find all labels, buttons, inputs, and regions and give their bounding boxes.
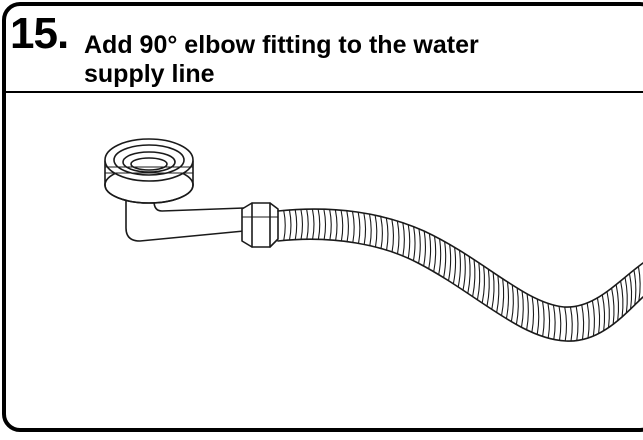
- hose-rib: [606, 291, 610, 329]
- hose-rib: [542, 300, 545, 338]
- hose-rib: [300, 208, 304, 240]
- hose-rib: [443, 241, 447, 279]
- hose-rib: [628, 273, 633, 310]
- hex-nut: [241, 202, 279, 248]
- hose-rib: [363, 212, 367, 246]
- step-title-line-1: Add 90° elbow fitting to the water: [84, 31, 479, 59]
- hose-rib: [586, 302, 590, 339]
- hose-rib: [368, 213, 372, 247]
- hose-rib: [520, 290, 524, 328]
- step-title: Add 90° elbow fitting to the water suppl…: [84, 31, 604, 89]
- step-number: 15.: [10, 9, 69, 58]
- hose-rib: [637, 265, 641, 302]
- hose-rib: [306, 208, 309, 240]
- hose-rib: [505, 281, 510, 320]
- hose-rib: [288, 209, 292, 241]
- hose-rib: [462, 252, 466, 291]
- hose-rib: [357, 211, 361, 244]
- hose-rib: [547, 302, 551, 339]
- hose-rib: [620, 280, 624, 318]
- hose-rib: [334, 209, 338, 241]
- hose-rib: [374, 214, 378, 248]
- hose-rib: [500, 278, 505, 317]
- hose-rib: [491, 271, 495, 310]
- hose-rib: [346, 210, 350, 243]
- hose-rib: [552, 304, 556, 341]
- hose-rib: [596, 297, 601, 335]
- hose-rib: [423, 230, 426, 267]
- hose-rib: [510, 284, 514, 323]
- hose-rib: [633, 269, 637, 306]
- hose-rib: [467, 255, 471, 294]
- hose-rib: [615, 284, 620, 322]
- hose-ribs: [283, 208, 641, 342]
- hose-rib: [569, 306, 573, 342]
- hose-rib: [380, 215, 383, 250]
- hose-rib: [329, 208, 332, 241]
- hose-rib: [407, 224, 411, 259]
- instruction-panel: [2, 2, 643, 432]
- hose-rib: [452, 246, 457, 285]
- step-header: 15. Add 90° elbow fitting to the water s…: [4, 6, 643, 90]
- hose-rib: [418, 228, 421, 264]
- hose-rib: [438, 238, 442, 276]
- hose-rib: [481, 265, 486, 304]
- hose-rib: [311, 208, 315, 240]
- hose-rib: [575, 305, 579, 342]
- elbow-cup: [104, 138, 194, 204]
- hose-rib: [476, 262, 481, 301]
- elbow-fitting-illustration: [104, 138, 643, 342]
- hose-rib: [412, 226, 416, 262]
- hose-rib: [351, 210, 355, 243]
- hose-rib: [515, 287, 519, 326]
- hose-rib: [447, 243, 452, 282]
- hose-rib: [402, 222, 405, 257]
- hose-rib: [486, 268, 490, 307]
- hose-rib: [531, 296, 535, 333]
- hose-rib: [457, 249, 461, 288]
- hose-rib: [536, 298, 540, 336]
- hose-rib: [496, 275, 500, 314]
- hose-rib: [294, 209, 298, 241]
- hose-rib: [581, 304, 585, 341]
- header-divider: [4, 91, 643, 93]
- hose-rib: [611, 287, 615, 325]
- hose-rib: [391, 218, 395, 253]
- hose-rib: [317, 208, 321, 240]
- hose-rib: [340, 209, 344, 242]
- hose-rib: [428, 233, 432, 270]
- hose-rib: [396, 220, 400, 255]
- hose-rib: [526, 293, 529, 331]
- step-title-line-2: supply line: [84, 60, 215, 88]
- hose-rib: [591, 300, 595, 337]
- hose-rib: [564, 306, 568, 342]
- hose-rib: [601, 294, 606, 332]
- hose-rib: [472, 259, 476, 298]
- hose-rib: [283, 209, 286, 241]
- hose-rib: [624, 276, 628, 314]
- hose-rib: [323, 208, 327, 241]
- hose-rib: [433, 235, 437, 273]
- hose-rib: [385, 217, 389, 251]
- hose-rib: [558, 305, 562, 341]
